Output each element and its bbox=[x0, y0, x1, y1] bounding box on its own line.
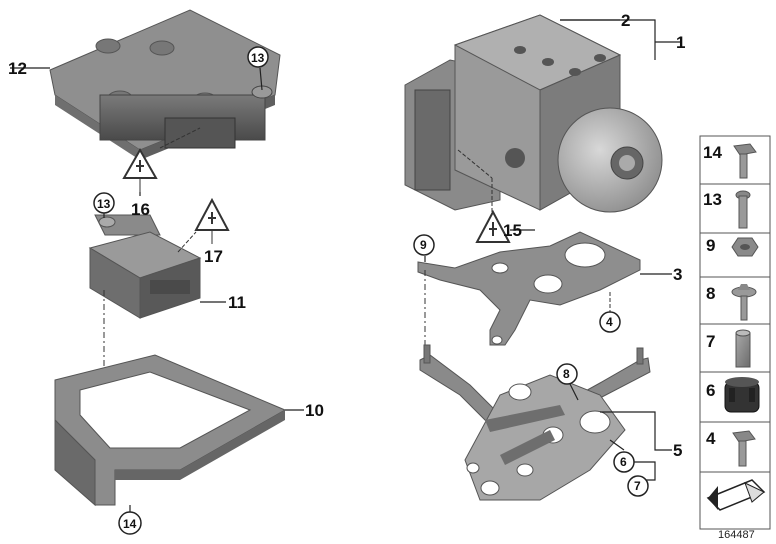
callout-17: 17 bbox=[204, 247, 223, 266]
hex-nut-icon bbox=[731, 237, 759, 257]
callout-13-top: 13 bbox=[251, 51, 265, 65]
fastener-panel: 14 13 9 8 7 6 bbox=[699, 135, 771, 530]
callout-13-mid: 13 bbox=[97, 197, 111, 211]
sleeve-icon bbox=[735, 329, 751, 368]
callout-2: 2 bbox=[621, 11, 630, 30]
panel-item-13: 13 bbox=[703, 190, 722, 209]
hydraulic-unit-1 bbox=[404, 14, 663, 213]
carrier-plate-10 bbox=[54, 354, 287, 507]
leader-lines bbox=[10, 19, 680, 512]
callout-11: 11 bbox=[228, 293, 246, 312]
warning-triangle-icon-17 bbox=[194, 197, 230, 244]
arrow-icon bbox=[706, 479, 766, 511]
callout-1: 1 bbox=[676, 33, 685, 52]
callout-3: 3 bbox=[673, 265, 682, 284]
callout-12: 12 bbox=[8, 59, 27, 78]
torx-bolt-icon bbox=[735, 190, 751, 229]
callout-labels: 12 13 16 13 17 11 10 14 2 1 15 9 3 4 8 5… bbox=[8, 11, 685, 535]
callout-5: 5 bbox=[673, 441, 682, 460]
warning-triangle-icon-16 bbox=[122, 147, 158, 192]
panel-item-4: 4 bbox=[706, 429, 716, 448]
rubber-mount-icon bbox=[724, 377, 760, 413]
diagram-number: 164487 bbox=[718, 529, 755, 541]
bracket-assembly-12 bbox=[49, 9, 281, 160]
callout-9: 9 bbox=[420, 238, 427, 252]
control-unit-11 bbox=[88, 214, 202, 319]
hex-bolt-icon-2 bbox=[732, 430, 756, 467]
callout-4: 4 bbox=[606, 315, 613, 329]
callout-10: 10 bbox=[305, 401, 324, 420]
callout-14: 14 bbox=[123, 517, 137, 531]
panel-item-7: 7 bbox=[706, 332, 715, 351]
callout-15: 15 bbox=[503, 221, 522, 240]
callout-16: 16 bbox=[131, 200, 150, 219]
panel-item-6: 6 bbox=[706, 381, 715, 400]
flange-bolt-icon bbox=[731, 284, 757, 321]
callout-8: 8 bbox=[563, 367, 570, 381]
panel-item-9: 9 bbox=[706, 236, 715, 255]
callout-7: 7 bbox=[634, 479, 641, 493]
hex-bolt-icon bbox=[733, 143, 757, 179]
bracket-3 bbox=[417, 231, 641, 346]
panel-item-14: 14 bbox=[703, 143, 722, 162]
callout-6: 6 bbox=[620, 455, 627, 469]
bracket-5 bbox=[419, 344, 651, 501]
warning-triangle-icon-15 bbox=[475, 209, 511, 243]
panel-item-8: 8 bbox=[706, 284, 715, 303]
